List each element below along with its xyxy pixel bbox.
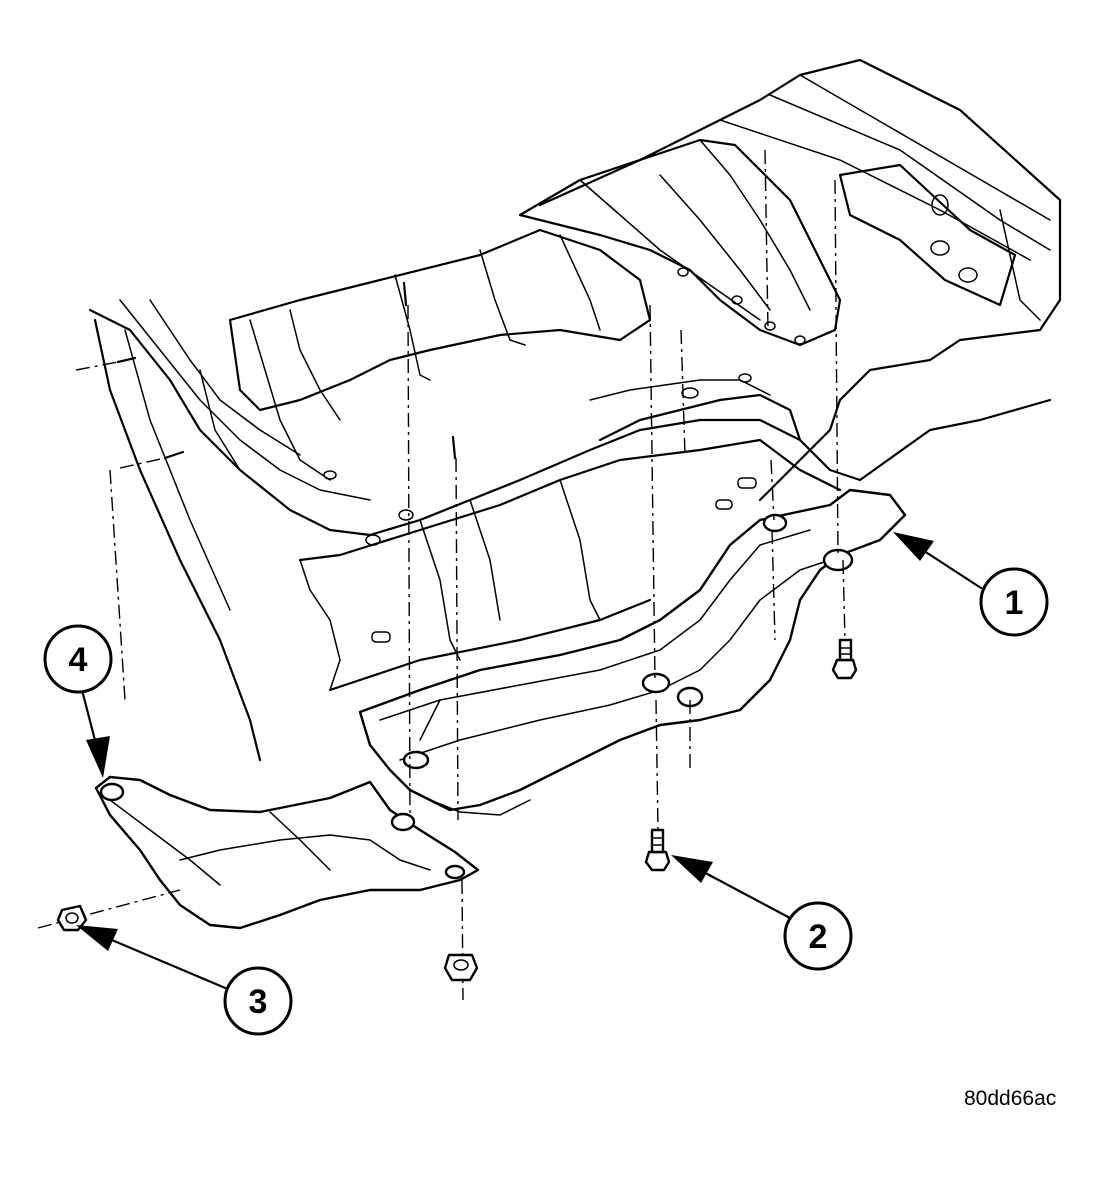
callout-4: 4	[43, 624, 113, 694]
alignment-lines	[37, 149, 846, 1001]
nut-icon-2	[443, 953, 479, 982]
stud-icon	[116, 281, 457, 460]
callout-4-number: 4	[69, 641, 88, 679]
front-heat-shield	[94, 775, 480, 930]
bolt-icon-2	[644, 828, 671, 872]
callout-circle-icon	[979, 567, 1049, 637]
callout-circle-icon	[223, 966, 293, 1036]
figure-id-label: 80dd66ac	[964, 1087, 1057, 1110]
bolt-icon	[831, 638, 858, 680]
callout-1-number: 1	[1005, 584, 1024, 622]
callout-arrows	[76, 532, 983, 992]
callout-3-number: 3	[249, 983, 268, 1021]
callout-1: 1	[979, 567, 1049, 637]
callout-2-number: 2	[809, 918, 828, 956]
callout-3: 3	[223, 966, 293, 1036]
underbody-floor-pan	[88, 58, 1062, 762]
nut-icon	[56, 904, 88, 932]
center-heat-shield	[358, 488, 907, 816]
callout-circle-icon	[783, 901, 853, 971]
callout-2: 2	[783, 901, 853, 971]
callout-circle-icon	[43, 624, 113, 694]
